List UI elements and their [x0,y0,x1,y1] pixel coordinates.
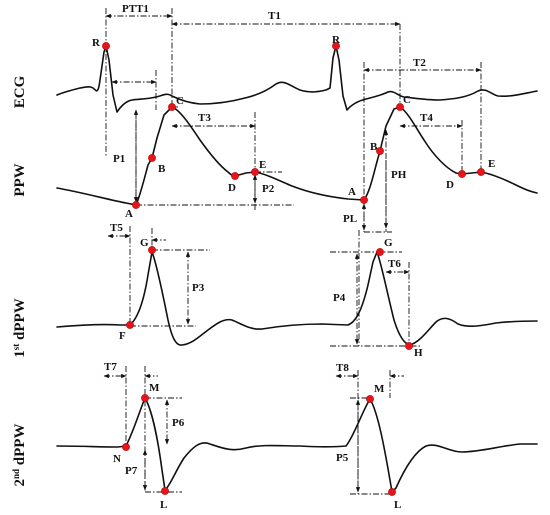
point-labels: R R A B C D E A B C D E F G G H N M L M … [92,34,495,511]
label-t8: T8 [336,362,349,374]
point-d2 [458,170,466,178]
point-f [126,321,134,329]
second-derivative-trace [56,397,538,493]
row-label-ppw: PPW [12,163,28,196]
label-p2: P2 [262,183,275,195]
point-l2 [388,488,396,496]
point-c2 [396,103,404,111]
label-d1: D [228,182,236,194]
label-e1: E [259,159,266,171]
fiducial-points [102,42,485,496]
label-p1: P1 [113,153,125,165]
label-b2: B [370,141,378,153]
label-g2: G [384,237,393,249]
point-a2 [360,196,368,204]
label-b1: B [158,163,166,175]
label-r1: R [92,37,101,49]
label-p5: P5 [336,452,349,464]
waveforms [56,45,538,493]
row-label-second-derivative: 2nd dPPW [11,424,28,487]
label-f: F [119,330,126,342]
label-t5: T5 [110,222,123,234]
label-t6: T6 [388,258,401,270]
point-e1 [251,168,259,176]
point-m1 [141,394,149,402]
label-p4: P4 [333,292,346,304]
label-pl: PL [343,213,357,225]
point-g1 [148,246,156,254]
label-e2: E [488,158,495,170]
ecg-trace [56,45,538,113]
label-t7: T7 [104,361,117,373]
label-h: H [414,347,423,359]
label-m2: M [374,383,385,395]
interval-labels: PTT1 T1 T2 T3 T4 T5 T6 T7 T8 P1 P2 P3 P4… [104,3,433,477]
label-p6: P6 [172,417,185,429]
point-l1 [161,487,169,495]
point-r1 [102,42,110,50]
label-g1: G [140,237,149,249]
label-ph: PH [391,169,407,181]
ppw-trace [56,106,538,206]
label-l1: L [160,499,167,511]
row-label-first-derivative: 1st dPPW [11,298,28,357]
label-t1: T1 [268,10,281,22]
row-label-ecg: ECG [12,75,28,108]
point-e2 [477,168,485,176]
label-a1: A [125,208,133,220]
interval-arrows [103,13,482,493]
label-r2: R [332,34,341,46]
label-t2: T2 [413,57,426,69]
label-l2: L [394,499,401,511]
label-a2: A [348,186,356,198]
point-b2 [376,147,384,155]
point-h [405,342,413,350]
label-n: N [113,453,121,465]
label-c2: C [403,94,411,106]
label-t4: T4 [420,112,433,124]
label-c1: C [176,95,184,107]
point-m2 [366,395,374,403]
point-g2 [376,248,384,256]
label-ptt1: PTT1 [122,3,149,15]
point-d1 [231,172,239,180]
first-derivative-trace [56,251,538,346]
point-c1 [168,103,176,111]
point-b1 [148,154,156,162]
point-r2 [332,42,340,50]
label-t3: T3 [198,112,211,124]
label-d2: D [446,179,454,191]
row-labels: ECG PPW 1st dPPW 2nd dPPW [11,75,28,486]
label-p7: P7 [125,465,138,477]
label-m1: M [149,382,160,394]
point-a1 [132,201,140,209]
label-p3: P3 [192,282,205,294]
point-n [122,443,130,451]
guide-lines [105,8,482,495]
